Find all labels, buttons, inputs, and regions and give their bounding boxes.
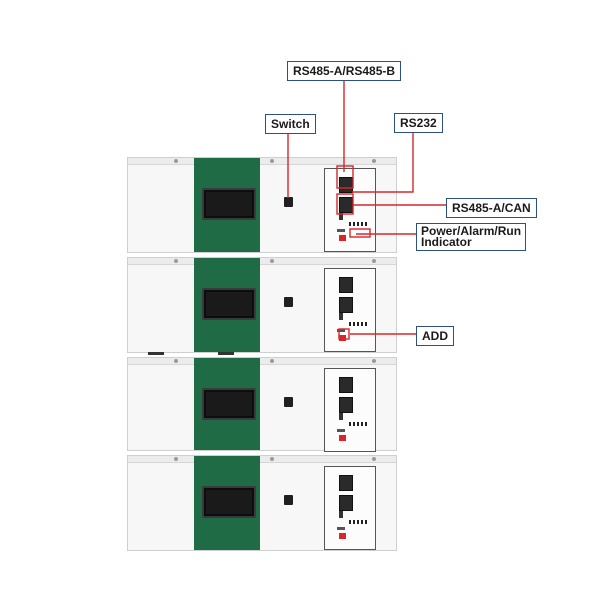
module-foot [218,352,234,355]
callout-switch: Switch [265,114,316,134]
label-mark [337,429,345,432]
screw [372,457,376,461]
rs485-ab-port [339,475,353,491]
callout-indicator-line2: Indicator [421,235,472,249]
reset-button [339,313,343,320]
io-panel [324,168,376,252]
screw [372,359,376,363]
battery-module-4 [127,455,397,551]
power-switch [284,197,293,207]
rs485-can-port [339,495,353,511]
screw [270,359,274,363]
callout-rs485-can: RS485-A/CAN [446,198,537,218]
screw [270,159,274,163]
module-top-strip [128,358,396,365]
module-top-strip [128,258,396,265]
power-switch [284,495,293,505]
green-front-band [194,258,260,352]
screw [174,259,178,263]
battery-module-1 [127,157,397,253]
power-switch [284,297,293,307]
indicator-leds [349,222,367,226]
indicator-leds [349,520,367,524]
battery-module-3 [127,357,397,452]
module-handle [202,288,256,320]
add-dip-switch [339,533,346,539]
indicator-leds [349,422,367,426]
rs485-ab-port [339,177,353,193]
label-mark [337,527,345,530]
module-handle [202,388,256,420]
io-panel [324,268,376,352]
reset-button [339,213,343,220]
rs485-ab-port [339,377,353,393]
green-front-band [194,456,260,550]
green-front-band [194,158,260,252]
battery-module-2 [127,257,397,355]
rs485-can-port [339,397,353,413]
screw [270,457,274,461]
label-mark [337,229,345,232]
module-top-strip [128,158,396,165]
screw [174,457,178,461]
reset-button [339,511,343,518]
module-handle [202,486,256,518]
indicator-leds [349,322,367,326]
io-panel [324,466,376,550]
label-mark [337,329,345,332]
add-dip-switch [339,435,346,441]
callout-rs485-ab: RS485-A/RS485-B [287,61,402,81]
screw [372,159,376,163]
add-dip-switch [339,335,346,341]
callout-rs232: RS232 [394,113,443,133]
callout-add: ADD [416,326,454,346]
rs485-can-port [339,197,353,213]
power-switch [284,397,293,407]
screw [174,159,178,163]
reset-button [339,413,343,420]
callout-indicator: Power/Alarm/Run Indicator [416,223,527,251]
rs485-ab-port [339,277,353,293]
screw [174,359,178,363]
callout-indicator-line1: Power/Alarm/Run [421,224,522,238]
green-front-band [194,358,260,450]
screw [270,259,274,263]
io-panel [324,368,376,452]
module-foot [148,352,164,355]
screw [372,259,376,263]
rs485-can-port [339,297,353,313]
module-handle [202,188,256,220]
module-top-strip [128,456,396,463]
add-dip-switch [339,235,346,241]
